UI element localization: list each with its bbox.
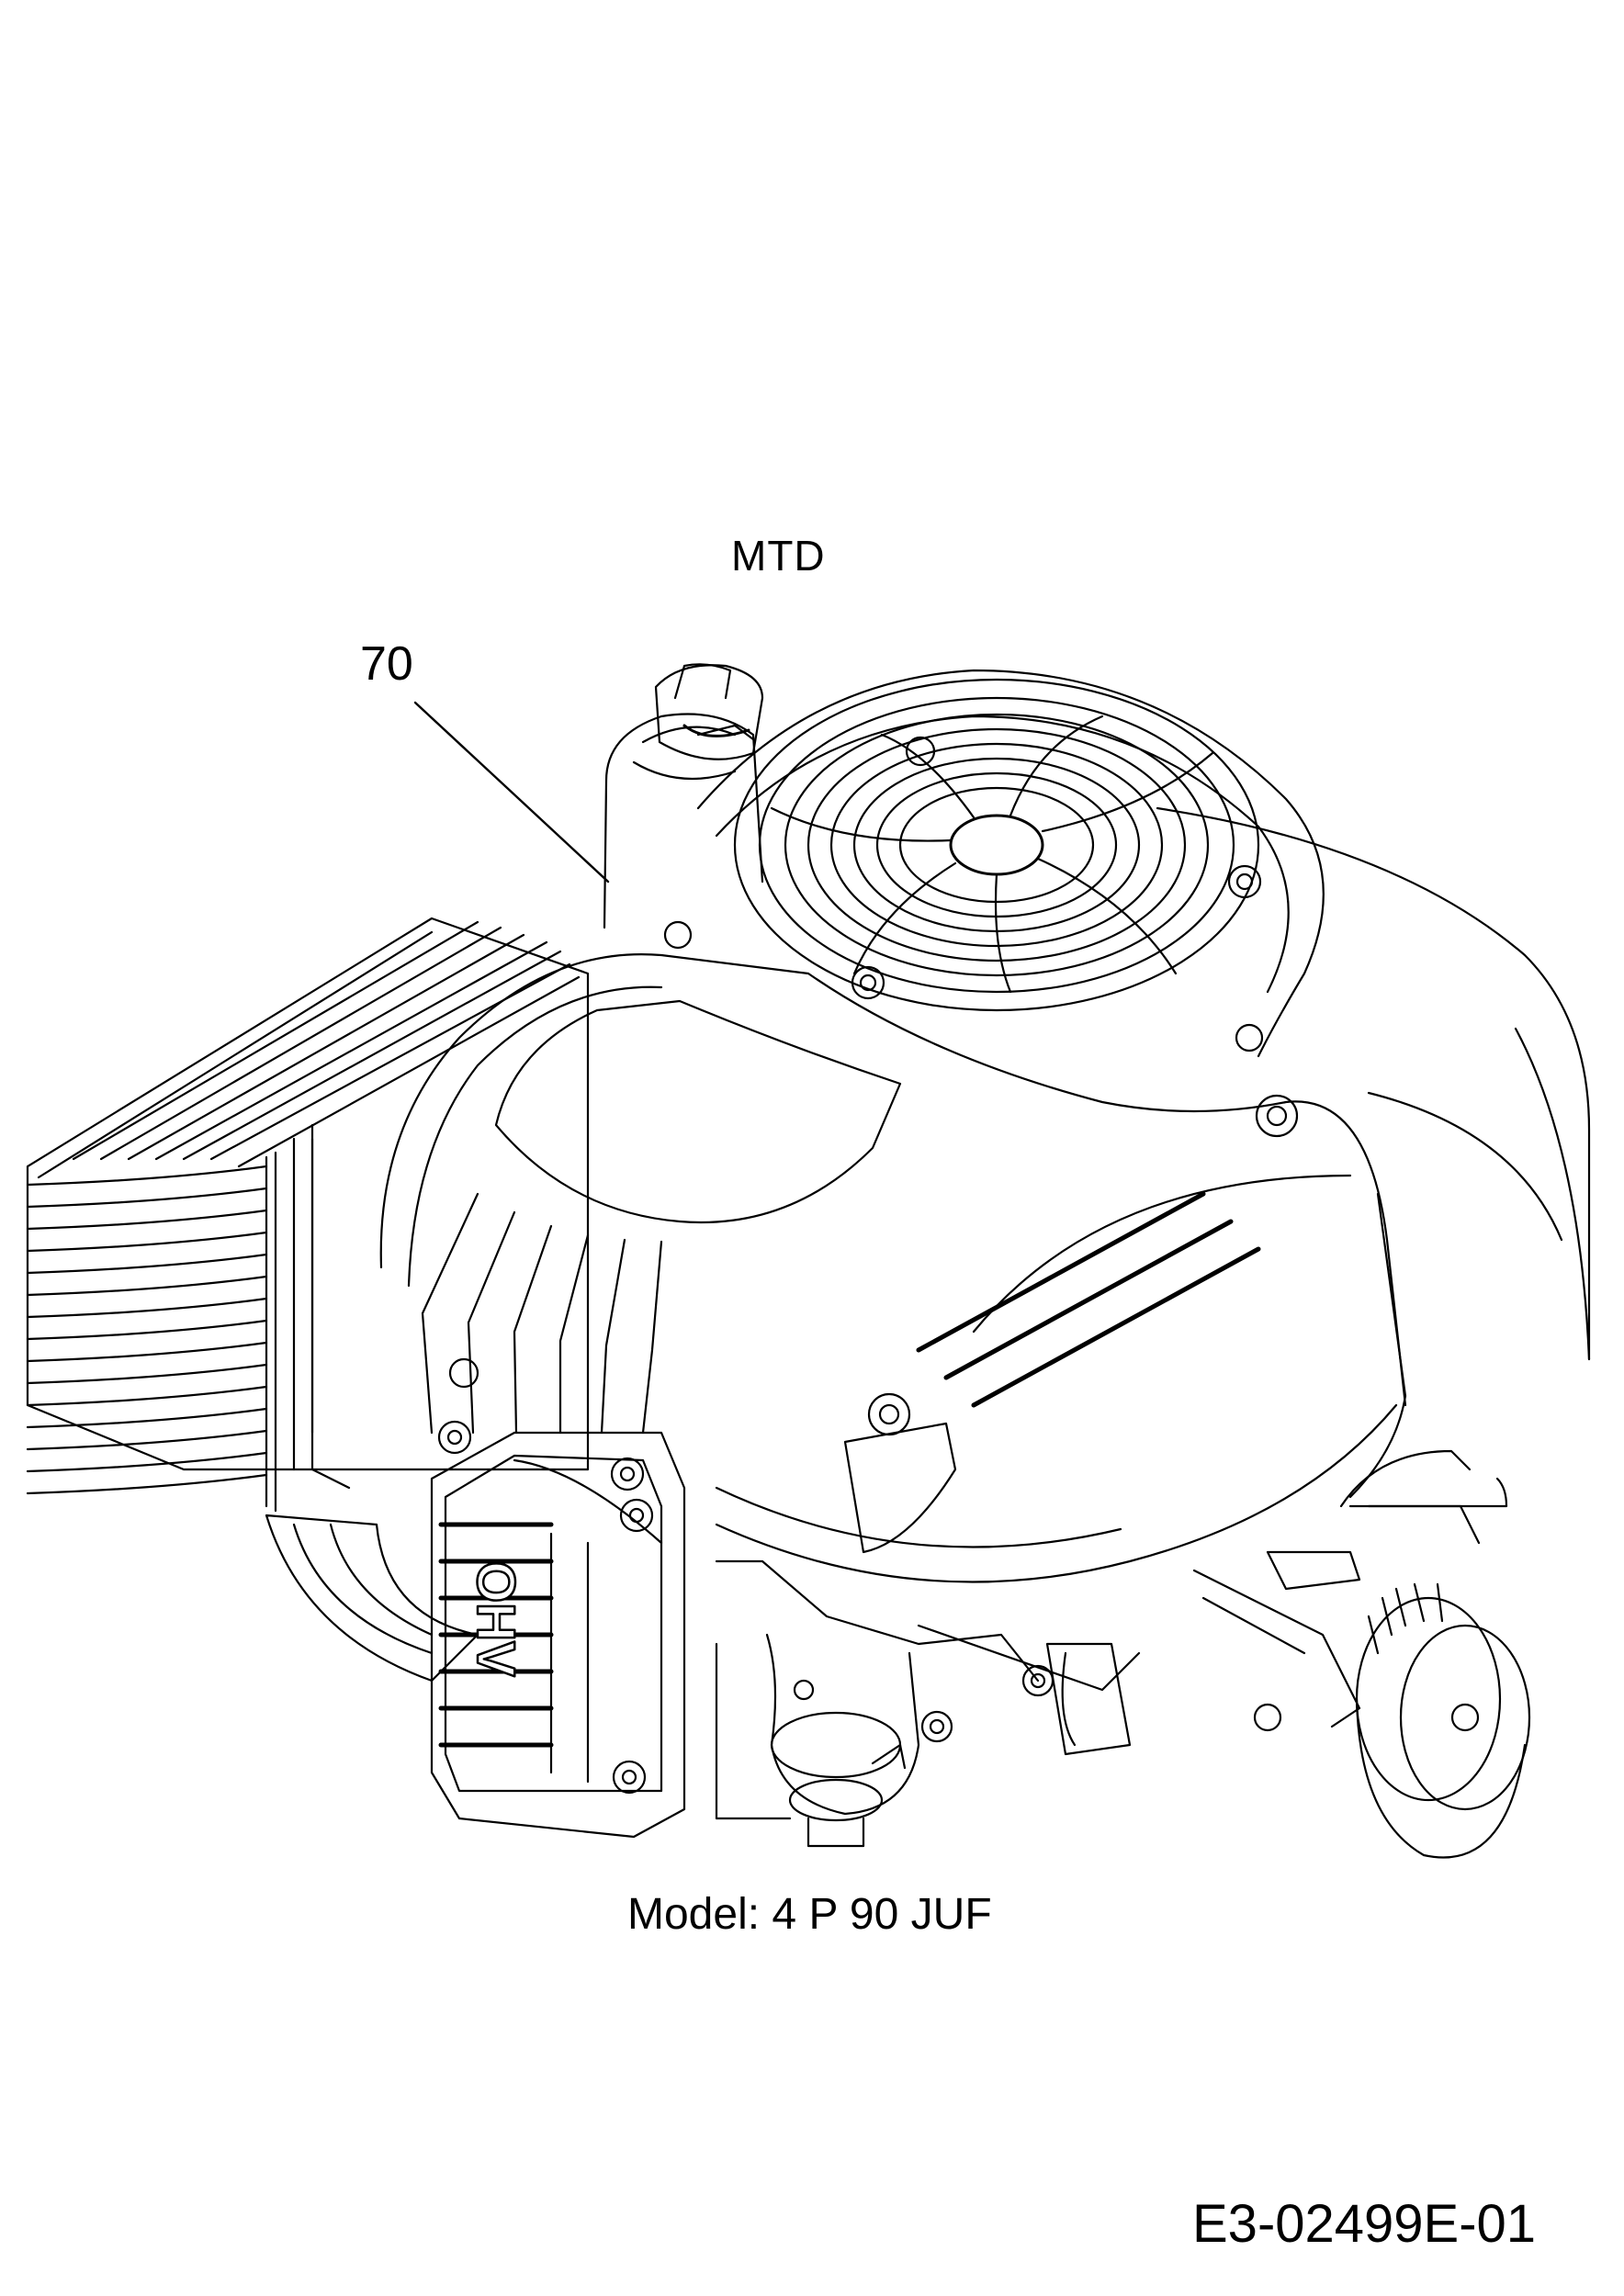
shroud-vent-slots bbox=[919, 1194, 1258, 1405]
oil-fill-cap bbox=[656, 664, 762, 759]
valve-cover-bolts bbox=[439, 1359, 652, 1793]
model-label: Model: 4 P 90 JUF bbox=[627, 1890, 992, 1939]
valve-cover-fins bbox=[441, 1525, 551, 1745]
muffler-guard-wires bbox=[28, 1166, 266, 1493]
part-callout-number: 70 bbox=[360, 637, 413, 691]
engine-shroud bbox=[381, 954, 1589, 1581]
fan-hub bbox=[951, 816, 1043, 874]
engine-logo-text: OHV bbox=[466, 1561, 525, 1677]
callout-leader-line bbox=[415, 703, 608, 882]
oil-filter bbox=[1341, 1451, 1529, 1858]
oil-fill-tube bbox=[604, 715, 762, 929]
engine-base bbox=[1047, 1506, 1479, 1754]
carburetor bbox=[716, 1561, 1038, 1846]
muffler-guard bbox=[28, 918, 588, 1511]
throttle-linkage bbox=[716, 1626, 1139, 1818]
muffler-guard-top-wires bbox=[73, 922, 579, 1166]
fan-grille bbox=[735, 680, 1258, 1010]
brand-label: MTD bbox=[731, 532, 826, 580]
blower-housing bbox=[698, 670, 1589, 1359]
drawing-id: E3-02499E-01 bbox=[1192, 2194, 1537, 2254]
valve-cover bbox=[432, 1433, 684, 1837]
blower-housing-bolts bbox=[852, 737, 1260, 998]
muffler-guard-vertical-wires bbox=[266, 1125, 312, 1511]
shroud-lift-tab bbox=[845, 1424, 955, 1552]
